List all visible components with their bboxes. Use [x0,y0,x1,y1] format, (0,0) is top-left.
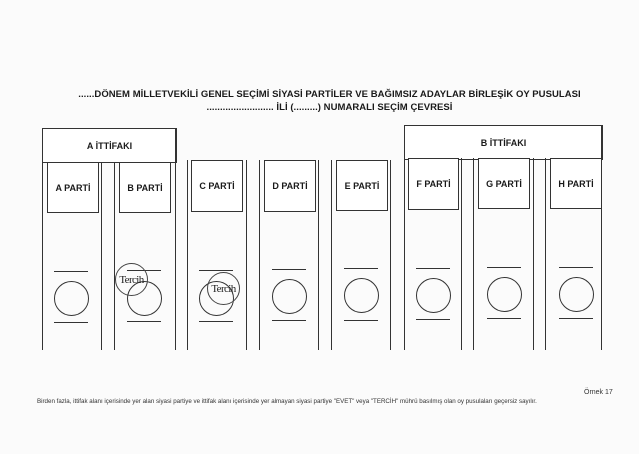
ballot-title-line2: ......................... İLİ (.........… [206,102,453,113]
column-divider [390,160,391,350]
vote-line-bottom [344,320,378,321]
party-box-e: E PARTİ [336,160,388,211]
vote-circle-f[interactable] [416,278,451,313]
tercih-stamp-c: Tercih [207,272,240,305]
alliance-b-header: B İTTİFAKI [404,125,603,160]
tercih-stamp-b: Tercih [115,263,148,296]
column-divider [42,162,43,350]
column-divider [318,160,319,350]
party-box-c: C PARTİ [191,160,243,212]
vote-circle-h[interactable] [559,277,594,312]
column-divider [545,158,546,350]
vote-line-bottom [127,321,161,322]
party-box-b: B PARTİ [119,162,171,213]
vote-line-top [54,271,88,272]
sample-label: Örnek 17 [584,389,613,396]
vote-line-top [272,269,306,270]
party-box-h: H PARTİ [550,158,602,209]
column-divider [187,160,188,350]
vote-line-top [199,270,233,271]
column-divider [259,160,260,350]
ballot-title-line1: ......DÖNEM MİLLETVEKİLİ GENEL SEÇİMİ Sİ… [78,89,581,100]
party-box-d: D PARTİ [264,160,316,212]
vote-circle-d[interactable] [272,279,307,314]
column-divider [473,158,474,350]
vote-line-top [344,268,378,269]
column-divider [175,128,176,350]
alliance-a-header: A İTTİFAKI [42,128,177,163]
column-divider [101,162,102,350]
vote-line-bottom [54,322,88,323]
column-divider [331,160,332,350]
column-divider [601,125,602,350]
column-divider [246,160,247,350]
column-divider [114,162,115,350]
vote-line-bottom [199,321,233,322]
vote-line-bottom [272,320,306,321]
party-box-f: F PARTİ [408,158,459,210]
vote-line-top [416,268,450,269]
footer-note: Birden fazla, ittifak alanı içerisinde y… [37,398,537,405]
vote-circle-a[interactable] [54,281,89,316]
vote-line-bottom [559,318,593,319]
vote-circle-g[interactable] [487,277,522,312]
vote-circle-e[interactable] [344,278,379,313]
party-box-g: G PARTİ [478,158,530,209]
party-box-a: A PARTİ [47,162,99,213]
column-divider [533,158,534,350]
column-divider [461,158,462,350]
vote-line-bottom [416,319,450,320]
vote-line-top [487,267,521,268]
vote-line-top [559,267,593,268]
column-divider [404,158,405,350]
vote-line-bottom [487,318,521,319]
